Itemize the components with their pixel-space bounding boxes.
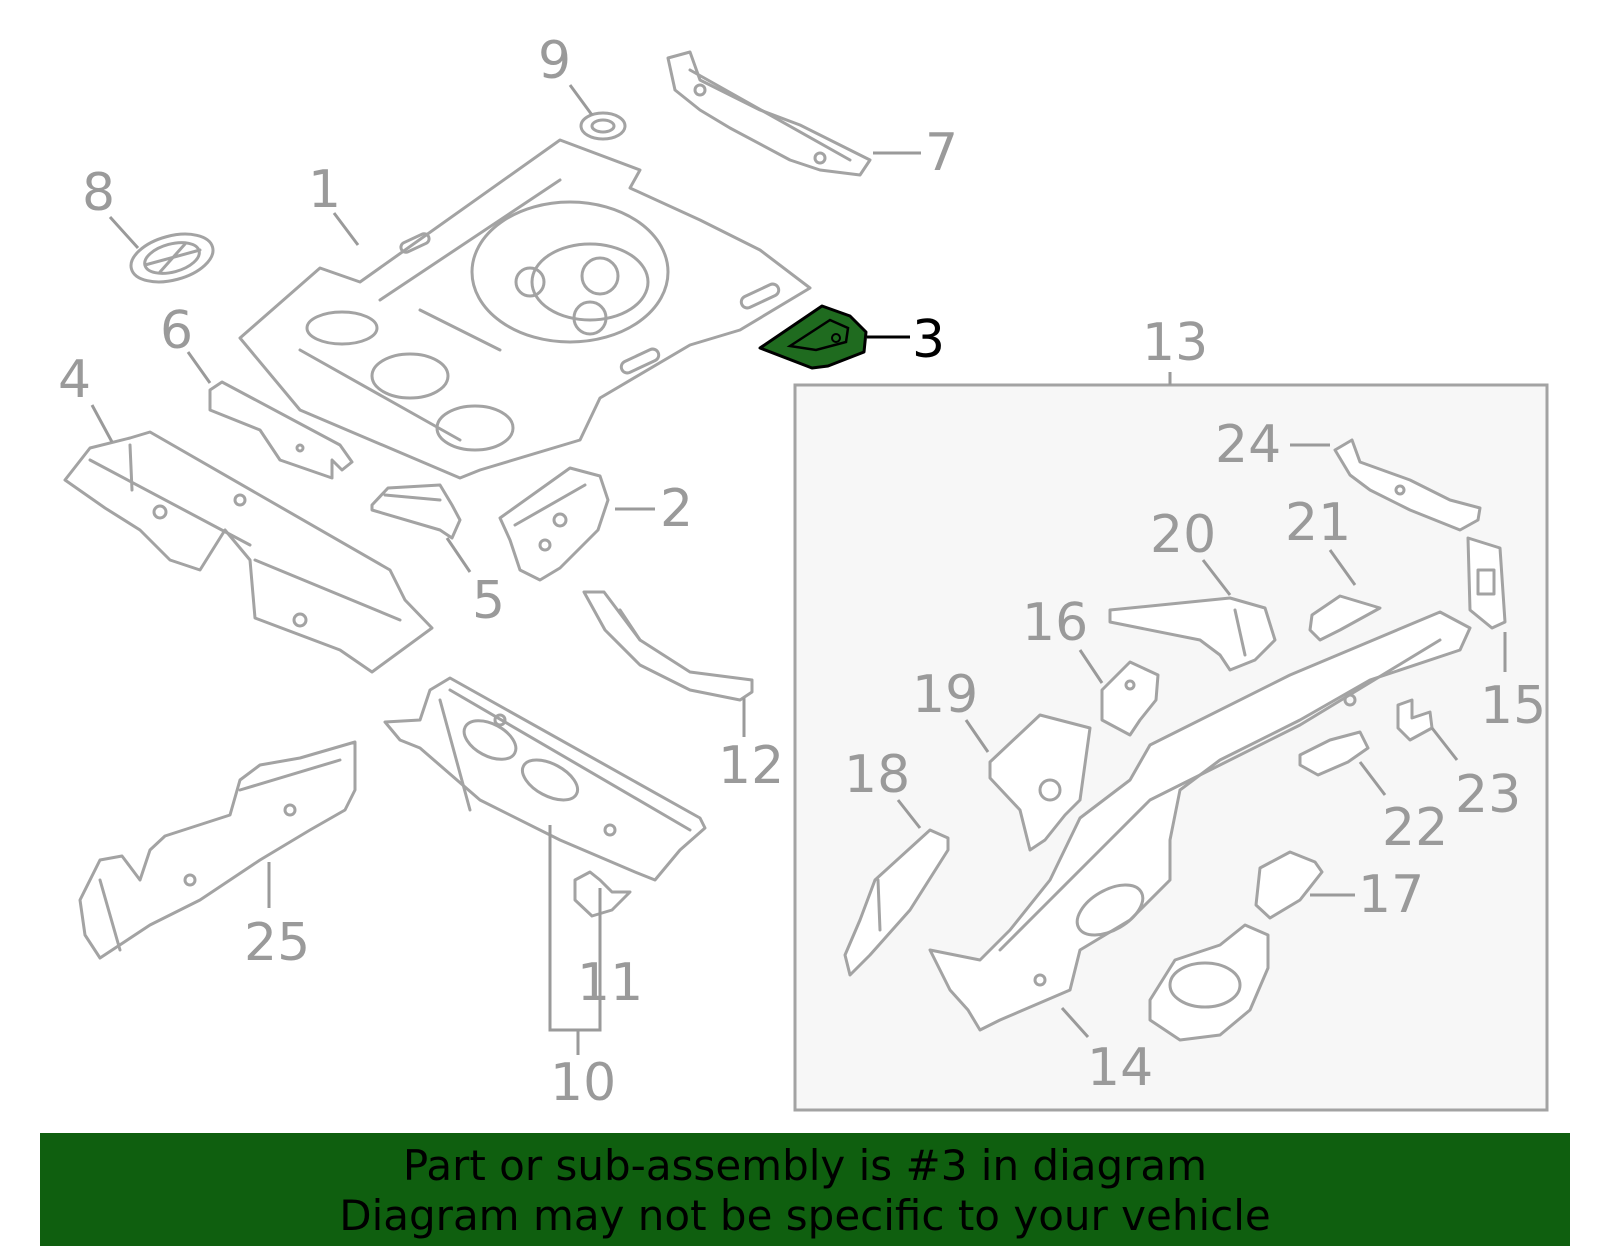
callout-15: 15 xyxy=(1480,676,1546,736)
part-11-clip[interactable] xyxy=(573,870,632,918)
callout-25: 25 xyxy=(244,913,310,973)
part-14-frame-rail[interactable] xyxy=(928,610,1472,1032)
part-18-bracket[interactable] xyxy=(843,828,950,977)
part-12-arch[interactable] xyxy=(582,590,754,702)
callout-18: 18 xyxy=(844,745,910,805)
callout-3: 3 xyxy=(912,310,945,370)
callout-14: 14 xyxy=(1087,1038,1153,1098)
callout-13: 13 xyxy=(1142,313,1208,373)
part-2-bracket[interactable] xyxy=(498,466,610,582)
leader-lines xyxy=(90,84,1507,1055)
part-3-highlighted[interactable] xyxy=(758,304,868,370)
part-1-rear-floor-pan[interactable] xyxy=(238,138,812,480)
part-21-bracket[interactable] xyxy=(1308,594,1382,642)
info-banner: Part or sub-assembly is #3 in diagram Di… xyxy=(40,1133,1570,1246)
part-22-cap[interactable] xyxy=(1298,730,1370,777)
callout-2: 2 xyxy=(660,479,693,539)
callout-21: 21 xyxy=(1285,493,1351,553)
part-8-plug[interactable] xyxy=(126,226,219,290)
callout-19: 19 xyxy=(912,665,978,725)
part-25-heat-shield[interactable] xyxy=(78,740,357,960)
part-14b-housing[interactable] xyxy=(1148,923,1270,1042)
callout-6: 6 xyxy=(160,301,193,361)
callout-12: 12 xyxy=(718,736,784,796)
part-23-clip[interactable] xyxy=(1396,698,1434,742)
callout-10: 10 xyxy=(550,1053,616,1113)
callout-22: 22 xyxy=(1382,798,1448,858)
callout-16: 16 xyxy=(1022,593,1088,653)
part-15-plate[interactable] xyxy=(1466,536,1507,630)
callout-labels: 1 2 3 4 5 6 7 8 9 10 11 12 13 14 15 16 1… xyxy=(58,31,1546,1113)
callout-7: 7 xyxy=(925,123,958,183)
callout-23: 23 xyxy=(1455,765,1521,825)
part-17-bracket[interactable] xyxy=(1254,850,1324,920)
callout-24: 24 xyxy=(1215,415,1281,475)
part-24-rail[interactable] xyxy=(1333,438,1482,532)
part-20-bracket[interactable] xyxy=(1108,596,1277,672)
part-4-crossmember[interactable] xyxy=(63,430,434,674)
part-10-floor-section[interactable] xyxy=(383,676,707,882)
part-7-rail[interactable] xyxy=(666,50,872,177)
part-5-bracket[interactable] xyxy=(370,483,462,540)
callout-1: 1 xyxy=(308,160,341,220)
part-9-grommet[interactable] xyxy=(579,111,627,141)
banner-line-2: Diagram may not be specific to your vehi… xyxy=(339,1191,1271,1240)
callout-11: 11 xyxy=(577,953,643,1013)
part-19-mount[interactable] xyxy=(988,713,1092,852)
callout-20: 20 xyxy=(1150,505,1216,565)
part-16-bracket[interactable] xyxy=(1100,660,1160,737)
banner-line-1: Part or sub-assembly is #3 in diagram xyxy=(402,1141,1208,1190)
callout-8: 8 xyxy=(82,163,115,223)
callout-4: 4 xyxy=(58,350,91,410)
callout-17: 17 xyxy=(1358,865,1424,925)
part-6-reinforcement[interactable] xyxy=(208,380,354,480)
callout-9: 9 xyxy=(538,31,571,91)
callout-5: 5 xyxy=(472,571,505,631)
